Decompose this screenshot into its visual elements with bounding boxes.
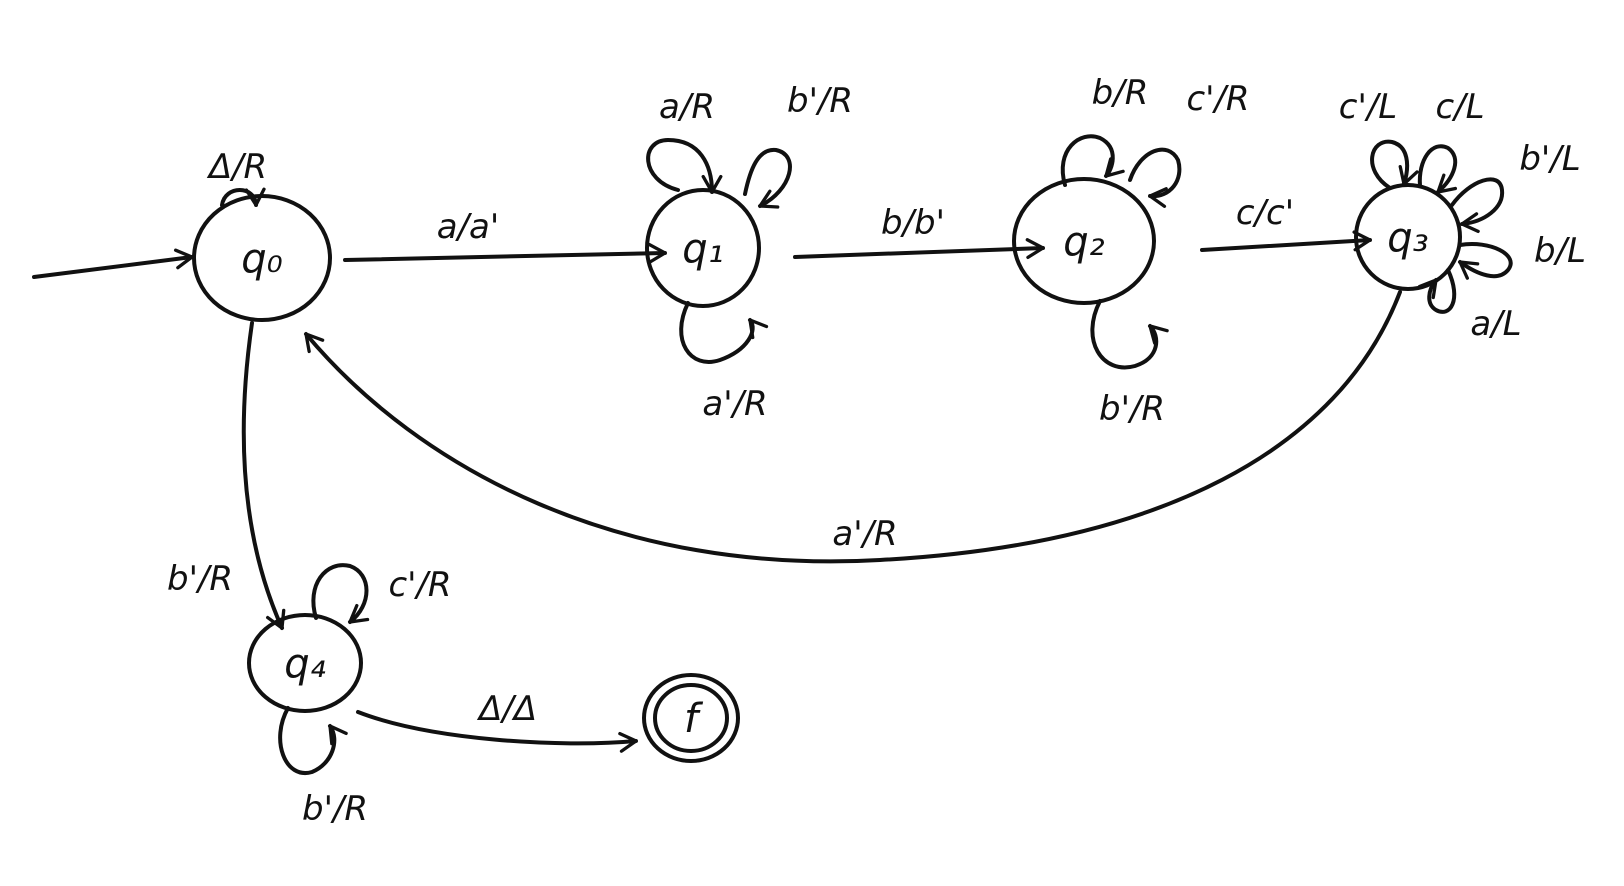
state-f-label: f xyxy=(684,696,704,742)
loop-q3-c1-label: c'/L xyxy=(1339,87,1397,127)
loop-q3-c2 xyxy=(1417,144,1458,194)
edge-q1-q2-label: b/b' xyxy=(881,203,945,243)
edge-q0-q1 xyxy=(343,242,667,264)
loop-q2-b xyxy=(1060,134,1125,187)
state-q4: q₄ xyxy=(247,613,363,713)
edge-q0-q4-label: b'/R xyxy=(167,559,233,599)
state-q2-label: q₂ xyxy=(1063,219,1104,265)
loop-q3-c1 xyxy=(1370,139,1419,190)
edge-q4-f xyxy=(356,710,638,753)
edge-q4-f-label: Δ/Δ xyxy=(476,689,537,729)
edge-q0-q1-label: a/a' xyxy=(437,207,499,247)
loop-q4-bottom xyxy=(278,706,348,776)
loop-q3-b xyxy=(1458,242,1513,280)
edge-q3-q0-label: a'/R xyxy=(832,514,897,554)
loop-q3-a xyxy=(1417,268,1457,314)
loop-q3-a-label: a/L xyxy=(1470,304,1521,344)
loop-q0-label: Δ/R xyxy=(206,147,267,187)
loop-q1-b-label: b'/R xyxy=(787,81,853,121)
loop-q2-bottom-label: b'/R xyxy=(1099,389,1165,429)
loop-q2-bottom xyxy=(1090,299,1169,370)
loop-q3-bprime xyxy=(1450,177,1505,234)
loop-q1-bottom-label: a'/R xyxy=(702,384,767,424)
loop-q4-top-label: c'/R xyxy=(388,565,451,605)
edge-q2-q3 xyxy=(1200,230,1372,252)
loop-q1-a-label: a/R xyxy=(659,87,715,127)
loop-q2-c-label: c'/R xyxy=(1186,79,1249,119)
state-q0: q₀ xyxy=(192,194,332,322)
loop-q0 xyxy=(220,187,266,207)
edge-q3-q0 xyxy=(304,290,1402,564)
edge-q1-q2 xyxy=(793,238,1045,260)
state-q2: q₂ xyxy=(1012,177,1156,305)
state-q3-label: q₃ xyxy=(1387,215,1428,261)
state-q1: q₁ xyxy=(645,188,761,308)
loop-q2-c xyxy=(1128,147,1182,208)
loop-q3-b-label: b/L xyxy=(1534,231,1586,271)
loop-q1-b xyxy=(743,147,792,209)
edge-q2-q3-label: c/c' xyxy=(1236,193,1294,233)
state-f-accepting: f xyxy=(642,673,740,763)
loop-q3-c2-label: c/L xyxy=(1435,87,1484,127)
loop-q3-bprime-label: b'/L xyxy=(1519,139,1580,179)
state-q1-label: q₁ xyxy=(682,226,723,272)
edge-q0-q4 xyxy=(241,321,286,630)
loop-q1-a xyxy=(646,138,723,194)
loop-q4-top xyxy=(311,563,370,624)
state-q0-label: q₀ xyxy=(241,236,282,282)
loop-q4-bottom-label: b'/R xyxy=(302,789,368,829)
state-q4-label: q₄ xyxy=(284,641,325,687)
loop-q2-b-label: b/R xyxy=(1092,73,1149,113)
state-q3: q₃ xyxy=(1354,183,1462,291)
start-arrow xyxy=(32,248,194,279)
loop-q1-bottom xyxy=(679,301,769,364)
